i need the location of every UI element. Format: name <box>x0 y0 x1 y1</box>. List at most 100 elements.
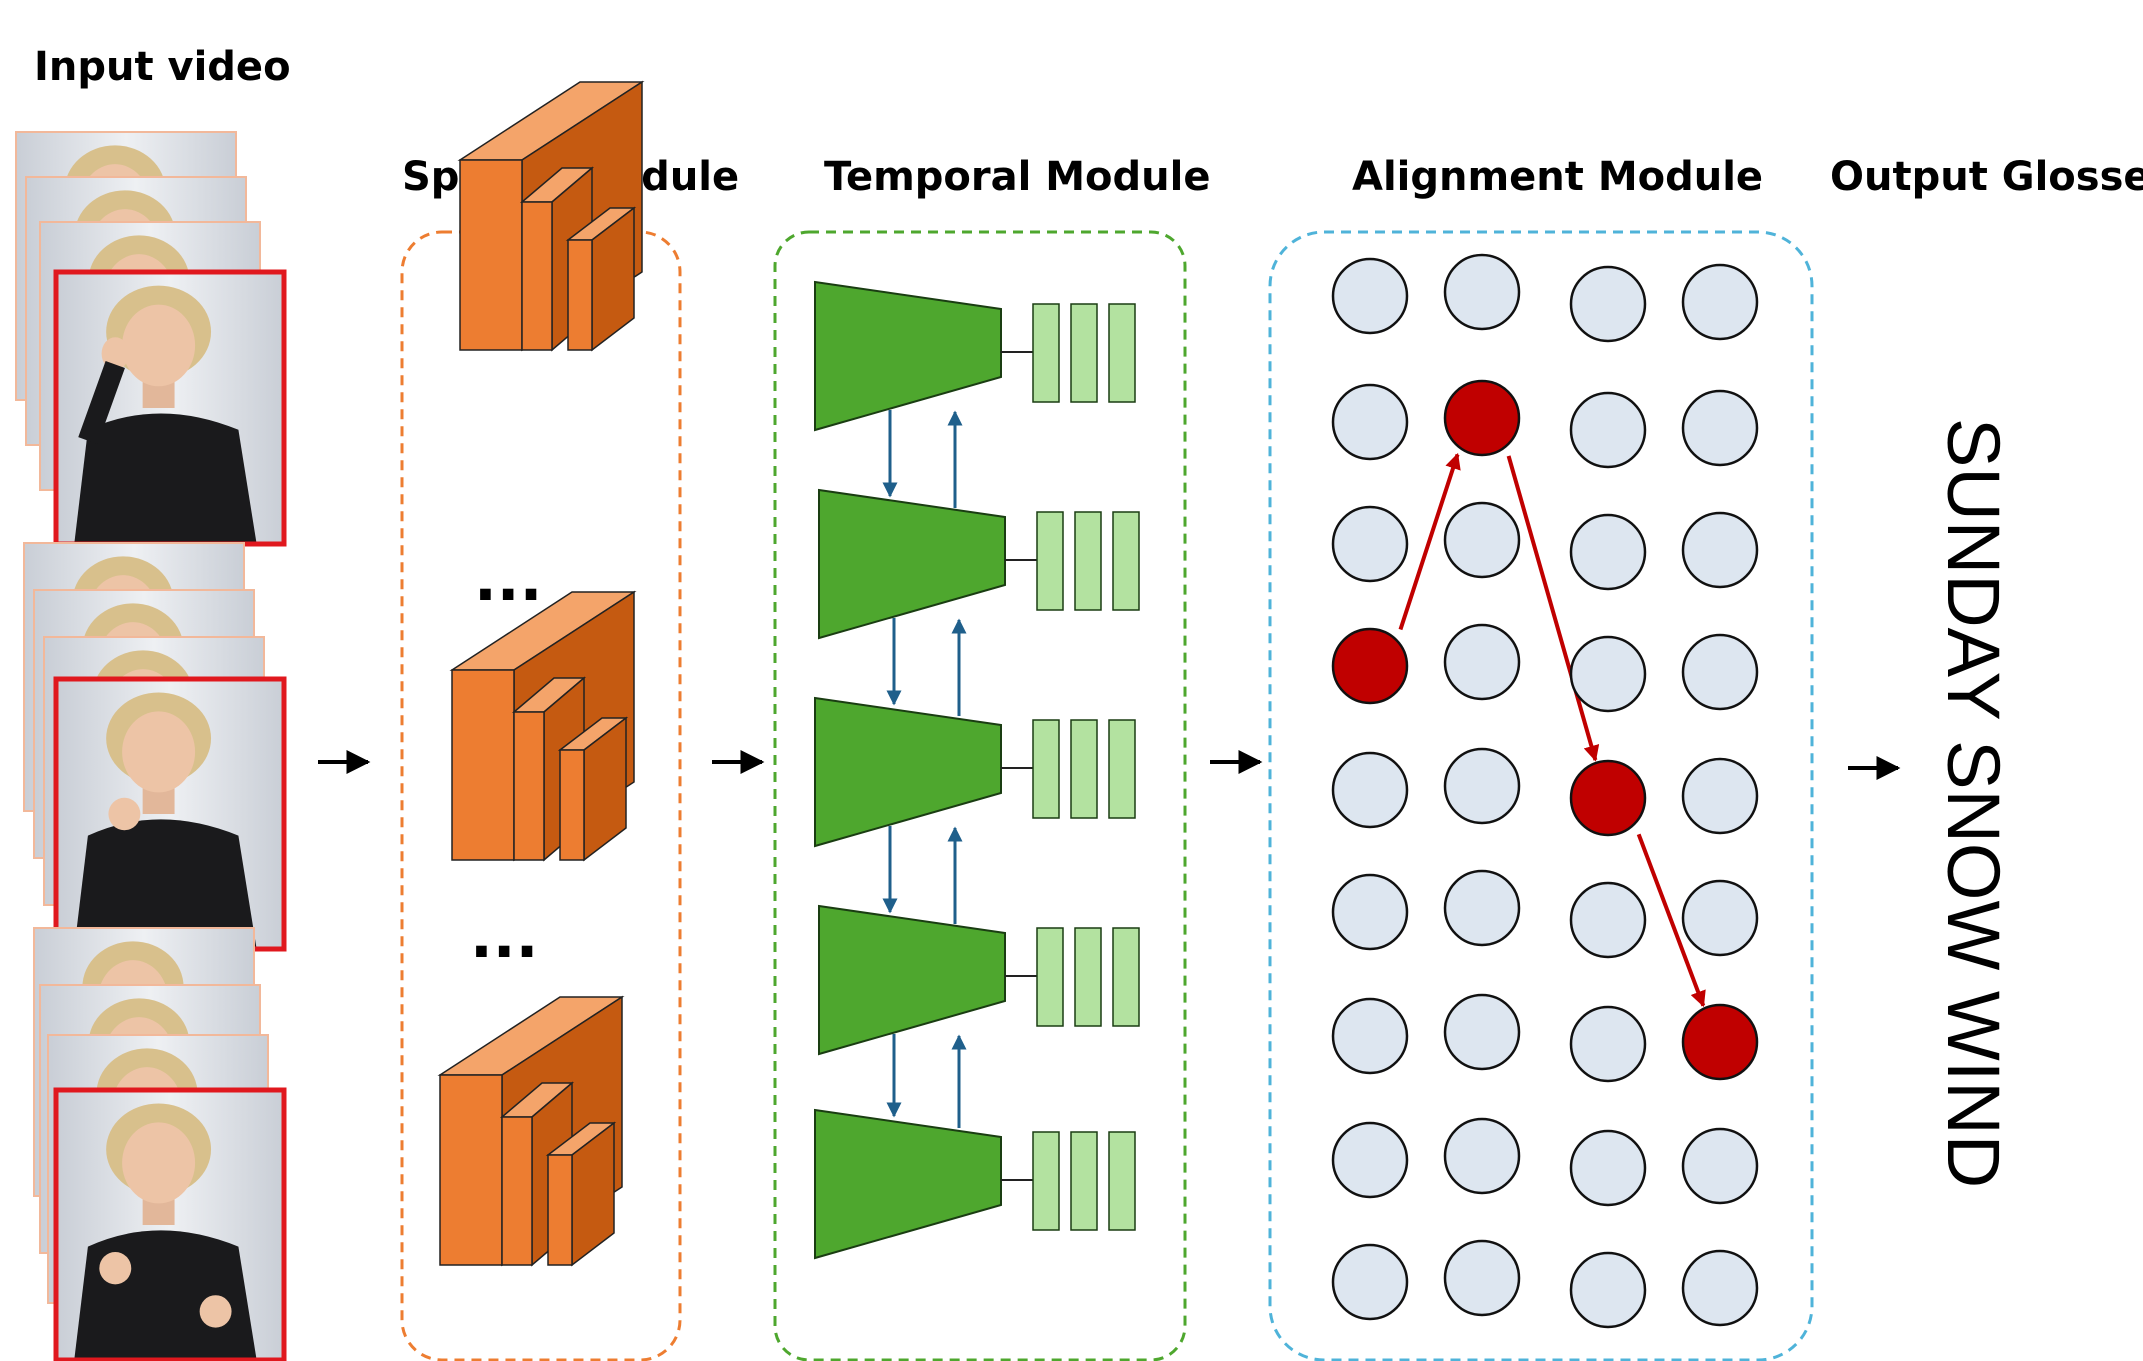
alignment-node <box>1331 383 1409 461</box>
spatial-ellipsis-1: ... <box>474 545 542 615</box>
alignment-node-active <box>1569 759 1647 837</box>
frame-image <box>56 272 284 544</box>
alignment-node <box>1331 257 1409 335</box>
feature-bar <box>1112 511 1140 611</box>
alignment-path-arrow <box>1636 833 1706 1008</box>
alignment-node <box>1443 747 1521 825</box>
alignment-node <box>1681 757 1759 835</box>
alignment-node <box>1681 511 1759 589</box>
spatial-cnn-stacks <box>437 80 645 1267</box>
alignment-node <box>1443 869 1521 947</box>
temporal-layers <box>814 280 1140 1260</box>
feature-bar <box>1036 511 1064 611</box>
signer-arm <box>78 361 125 445</box>
frame-image <box>56 1090 284 1360</box>
alignment-node-active <box>1443 379 1521 457</box>
spatial-module-box <box>400 230 682 1361</box>
temporal-encoder-trapezoid <box>814 1108 1002 1260</box>
signer-face <box>122 1122 196 1204</box>
alignment-node <box>1681 1249 1759 1327</box>
feature-bar <box>1032 719 1060 819</box>
spatial-cnn-stack <box>437 995 625 1267</box>
alignment-node-active <box>1331 627 1409 705</box>
temporal-encoder-trapezoid <box>814 696 1002 848</box>
alignment-node <box>1443 623 1521 701</box>
temporal-encoder-trapezoid <box>818 904 1006 1056</box>
output-glosses-text: SUNDAY SNOW WIND <box>1932 418 2015 1188</box>
signer-body <box>74 819 257 949</box>
signer-face <box>122 711 196 793</box>
cube-front <box>451 669 515 861</box>
video-frame-highlighted <box>53 1087 287 1361</box>
frame-image <box>56 679 284 949</box>
alignment-node <box>1331 997 1409 1075</box>
feature-bar <box>1074 927 1102 1027</box>
alignment-path-arrow <box>1506 455 1600 762</box>
temporal-layer <box>818 488 1140 716</box>
cube-front <box>513 711 545 861</box>
video-frame-highlighted <box>53 676 287 952</box>
feature-bar <box>1070 303 1098 403</box>
conv-layer-cube <box>545 1121 617 1267</box>
signer-hand <box>99 1252 132 1285</box>
alignment-module-label: Alignment Module <box>1352 154 1763 200</box>
alignment-node <box>1569 1005 1647 1083</box>
alignment-module-box <box>1268 230 1814 1361</box>
alignment-node <box>1443 1239 1521 1317</box>
signer-hand <box>199 1295 232 1328</box>
alignment-node <box>1443 1117 1521 1195</box>
signer-face <box>122 304 196 387</box>
alignment-node <box>1331 1243 1409 1321</box>
alignment-node <box>1331 873 1409 951</box>
alignment-node <box>1331 505 1409 583</box>
alignment-node <box>1331 751 1409 829</box>
video-frame-highlighted <box>53 269 287 547</box>
alignment-node <box>1681 633 1759 711</box>
conv-layer-cube <box>557 716 629 862</box>
alignment-node <box>1443 501 1521 579</box>
alignment-node-active <box>1681 1003 1759 1081</box>
temporal-layer <box>814 696 1136 924</box>
temporal-layer <box>818 904 1140 1128</box>
spatial-cnn-stack <box>449 590 637 862</box>
feature-bar <box>1112 927 1140 1027</box>
alignment-grid <box>1331 253 1759 1329</box>
feature-bar <box>1108 719 1136 819</box>
signer-body <box>74 1230 257 1360</box>
feature-bar <box>1108 303 1136 403</box>
alignment-node <box>1443 993 1521 1071</box>
cube-front <box>559 749 585 861</box>
alignment-node <box>1569 1251 1647 1329</box>
alignment-node <box>1681 879 1759 957</box>
feature-bar <box>1032 1131 1060 1231</box>
cube-front <box>439 1074 503 1266</box>
cube-front <box>521 201 553 351</box>
alignment-node <box>1443 253 1521 331</box>
cube-front <box>547 1154 573 1266</box>
cube-front <box>501 1116 533 1266</box>
signer-hand <box>108 797 141 831</box>
input-video-label: Input video <box>34 44 291 90</box>
feature-bar <box>1070 1131 1098 1231</box>
feature-bar <box>1070 719 1098 819</box>
temporal-layer <box>814 280 1136 508</box>
alignment-node <box>1681 389 1759 467</box>
alignment-node <box>1569 1129 1647 1207</box>
spatial-ellipsis-2: ... <box>470 902 538 972</box>
signer-body <box>74 413 257 544</box>
alignment-node <box>1569 513 1647 591</box>
alignment-node <box>1331 1121 1409 1199</box>
feature-bar <box>1108 1131 1136 1231</box>
temporal-module-box <box>773 230 1187 1361</box>
alignment-node <box>1569 635 1647 713</box>
feature-bar <box>1074 511 1102 611</box>
conv-layer-cube <box>565 206 637 352</box>
output-glosses-label: Output Glosses <box>1830 154 2143 200</box>
feature-bar <box>1032 303 1060 403</box>
input-video-frames <box>15 131 287 1361</box>
temporal-encoder-trapezoid <box>818 488 1006 640</box>
alignment-node <box>1569 265 1647 343</box>
signer-hand <box>101 337 129 370</box>
alignment-node <box>1681 263 1759 341</box>
frame-border <box>53 1087 287 1361</box>
